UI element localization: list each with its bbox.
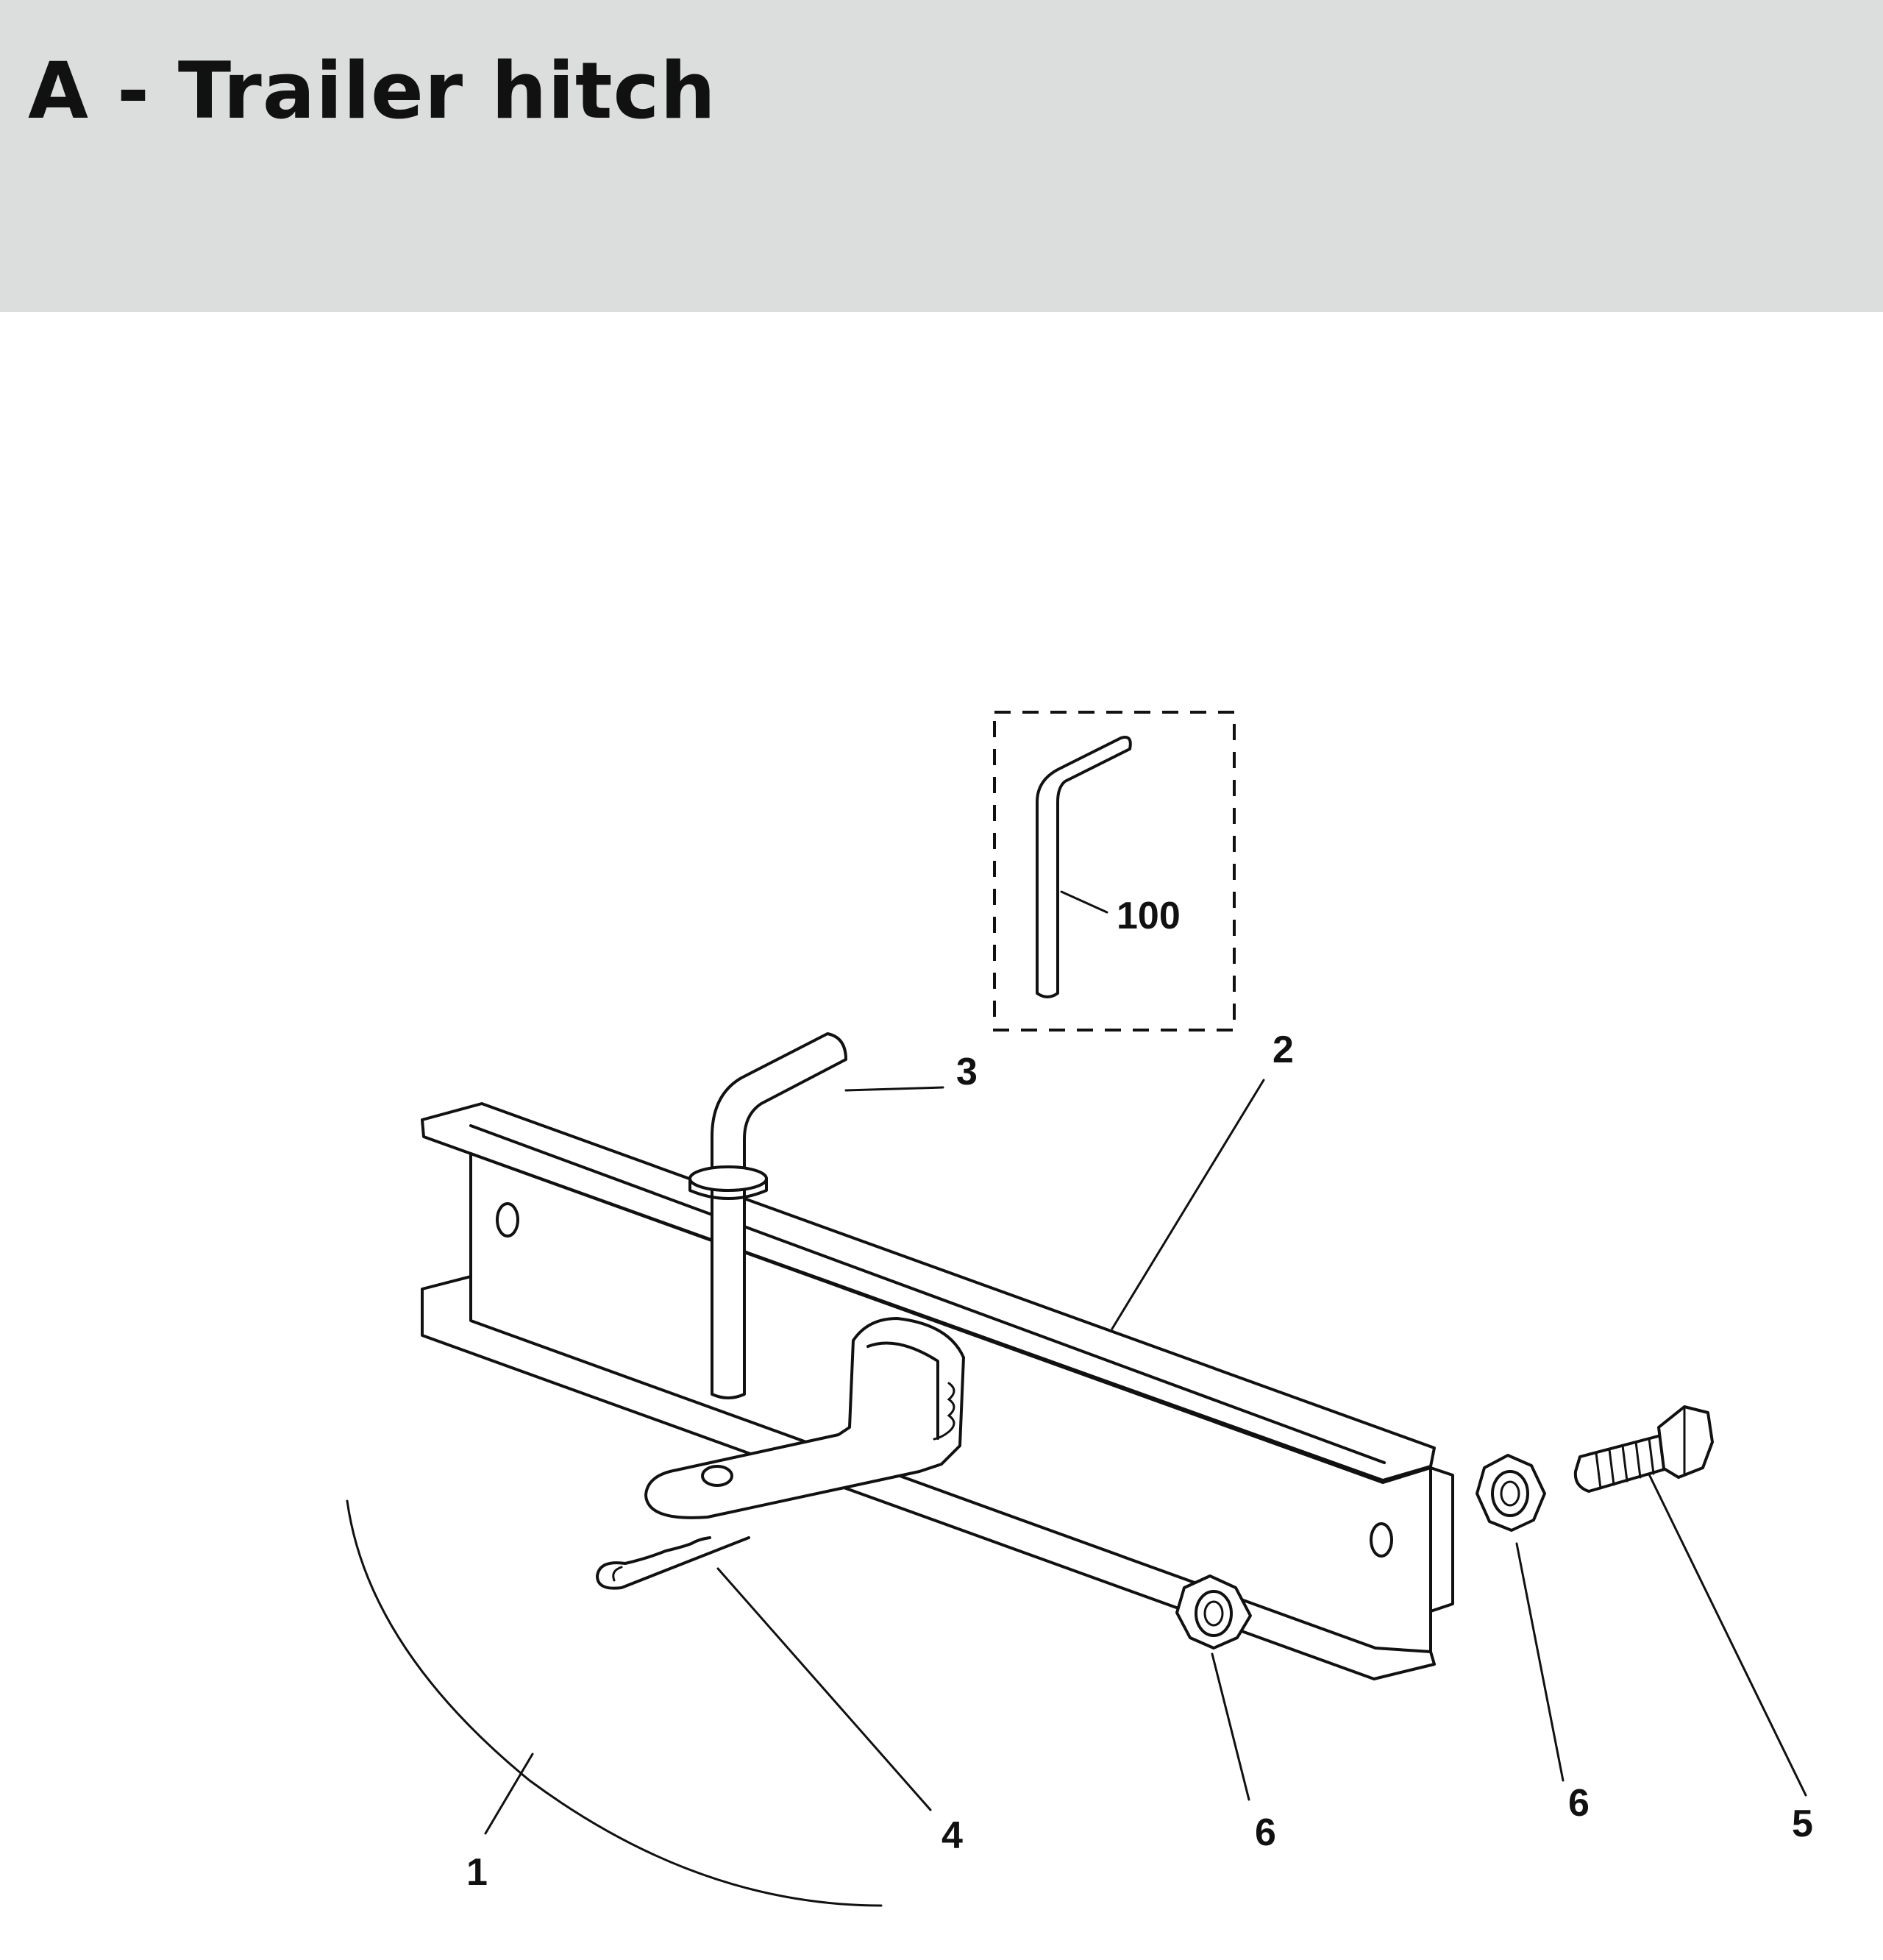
hitch-pin-washer xyxy=(688,1165,768,1192)
bolt-thread-shank xyxy=(1573,1433,1671,1493)
callout-3: 3 xyxy=(956,1051,978,1093)
crossbar-hole-left xyxy=(496,1202,519,1238)
hitch-pin-washer-side xyxy=(688,1177,768,1200)
callout-100: 100 xyxy=(1117,895,1181,937)
nut-thread-6b xyxy=(1491,1470,1529,1517)
weld-seam xyxy=(933,1382,955,1441)
callout-2: 2 xyxy=(1272,1029,1294,1071)
hairpin-clip-shape xyxy=(596,1536,750,1590)
nut-part-6b xyxy=(1476,1454,1546,1532)
crossbar-flange-edge xyxy=(469,1124,1386,1464)
leader-3 xyxy=(844,1086,944,1092)
hitch-pin-shaft xyxy=(711,1032,847,1399)
inset-dashed-frame xyxy=(993,711,1236,1032)
leader-6a xyxy=(1211,1652,1250,1801)
crossbar-hole-right xyxy=(1370,1522,1393,1558)
hairpin-clip-part-4 xyxy=(596,1536,750,1590)
callout-6b: 6 xyxy=(1568,1782,1590,1825)
inset-part-100 xyxy=(993,711,1236,1032)
hitch-bracket xyxy=(644,1317,965,1519)
header-band: A - Trailer hitch xyxy=(0,0,1883,312)
callout-6a: 6 xyxy=(1255,1811,1276,1854)
nut-part-6a xyxy=(1175,1574,1252,1650)
nut-hex-6a xyxy=(1175,1574,1252,1650)
page-title: A - Trailer hitch xyxy=(28,46,716,136)
leader-5 xyxy=(1648,1473,1807,1797)
bolt-thread-lines xyxy=(1595,1437,1655,1490)
crossbar-bottom-flange xyxy=(421,1275,1436,1680)
hitch-pin-part-3 xyxy=(688,1032,847,1399)
leader-1 xyxy=(484,1753,534,1835)
leader-100 xyxy=(1060,890,1108,914)
nut-thread-6a xyxy=(1195,1590,1233,1637)
leader-6b xyxy=(1515,1542,1565,1782)
hitch-bracket-inner xyxy=(866,1341,939,1440)
nut-bore-6b xyxy=(1500,1480,1520,1507)
hairpin-clip-loop xyxy=(612,1566,623,1582)
leader-2 xyxy=(1111,1079,1265,1330)
callout-4: 4 xyxy=(942,1814,963,1857)
callout-5: 5 xyxy=(1792,1803,1813,1845)
leader-4 xyxy=(716,1567,932,1811)
callout-1: 1 xyxy=(466,1851,488,1894)
reference-arc xyxy=(346,1499,883,1907)
bolt-part-5 xyxy=(1573,1405,1714,1493)
nut-hex-6b xyxy=(1476,1454,1546,1532)
nut-bore-6a xyxy=(1203,1600,1224,1627)
crossbar-end-plate xyxy=(1429,1466,1454,1613)
bent-pin-alt xyxy=(1036,736,1132,998)
hitch-eye-hole xyxy=(701,1465,733,1487)
